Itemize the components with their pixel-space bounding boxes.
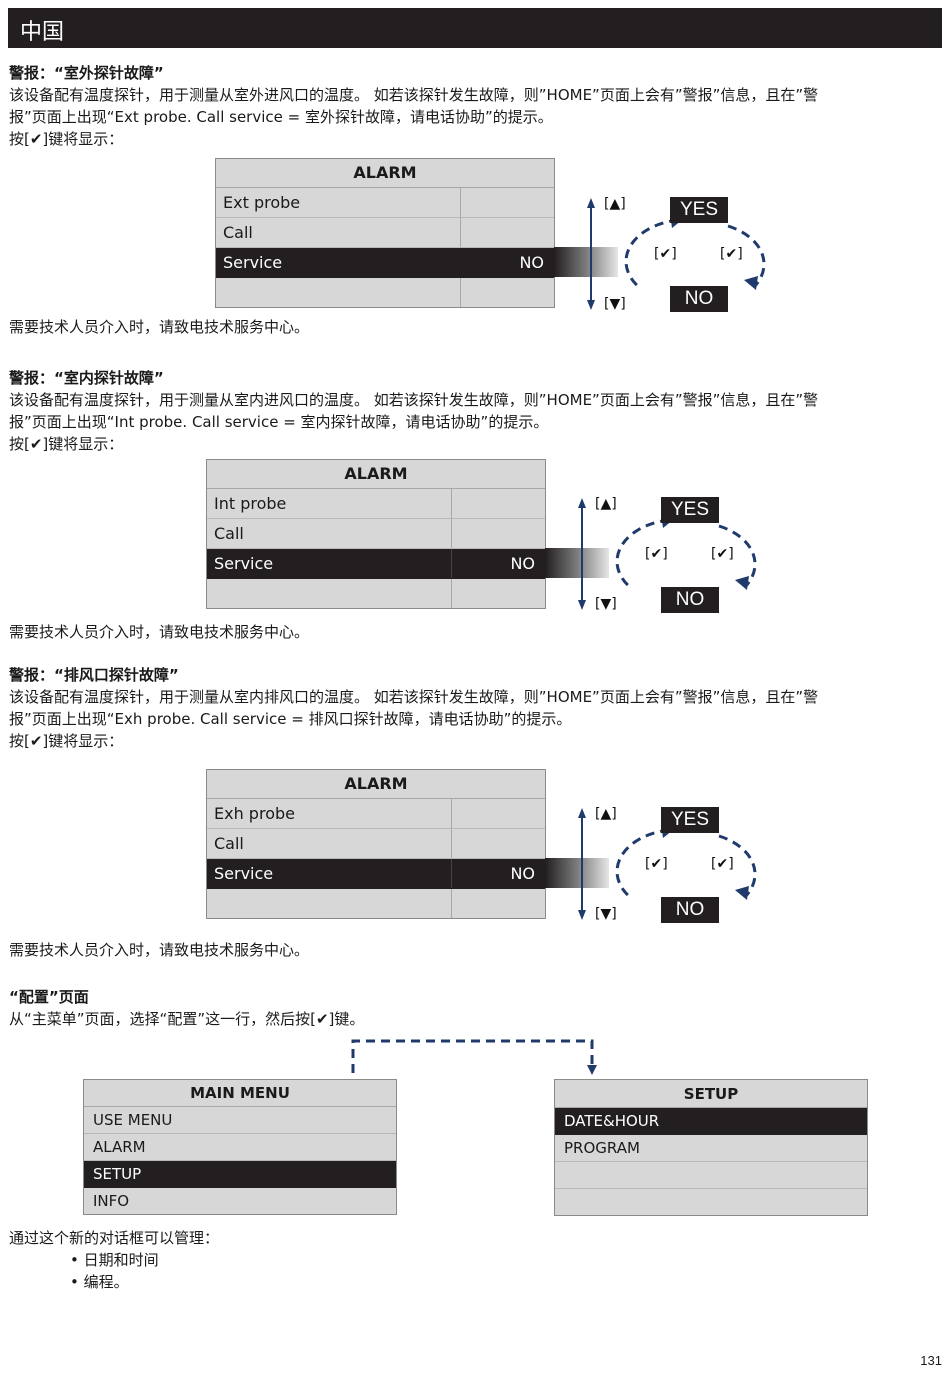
page-header: 中国 (8, 8, 942, 48)
alarm-row-selected: Service NO (216, 248, 554, 278)
alarm-row-selected: Service NO (207, 549, 545, 579)
section-text: 从“主菜单”页面，选择“配置”这一行，然后按[✔]键。 (9, 1010, 365, 1028)
menu-item: DATE&HOUR (564, 1112, 660, 1130)
up-key-label: [▲] (595, 806, 617, 822)
main-menu-display: MAIN MENU USE MENU ALARM SETUP INFO (83, 1079, 397, 1215)
page-number: 131 (920, 1353, 942, 1368)
bullet-item: • 编程。 (70, 1273, 129, 1291)
bullet-item: • 日期和时间 (70, 1251, 159, 1269)
ok-key-label: [✔] (720, 246, 743, 262)
alarm-row-label: Exh probe (214, 804, 295, 823)
section-footer: 需要技术人员介入时，请致电技术服务中心。 (9, 318, 310, 336)
down-key-label: [▼] (595, 596, 617, 612)
down-key-label: [▼] (595, 906, 617, 922)
section-text: 报”页面上出现“Ext probe. Call service = 室外探针故障… (9, 108, 553, 126)
alarm-value: NO (510, 554, 535, 573)
main-menu-title: MAIN MENU (84, 1080, 396, 1107)
ok-key-label: [✔] (711, 546, 734, 562)
menu-item-selected: DATE&HOUR (555, 1108, 867, 1135)
menu-item: USE MENU (93, 1111, 173, 1129)
no-box: NO (661, 587, 719, 613)
section-text: 该设备配有温度探针，用于测量从室内排风口的温度。 如若该探针发生故障，则”HOM… (9, 688, 819, 706)
yes-box: YES (670, 197, 728, 223)
section-text: 报”页面上出现“Exh probe. Call service = 排风口探针故… (9, 710, 572, 728)
section-text: 该设备配有温度探针，用于测量从室外进风口的温度。 如若该探针发生故障，则”HOM… (9, 86, 819, 104)
section-text: 按[✔]键将显示： (9, 732, 124, 750)
up-key-label: [▲] (604, 196, 626, 212)
menu-item: PROGRAM (564, 1139, 640, 1157)
setup-menu-display: SETUP DATE&HOUR PROGRAM (554, 1079, 868, 1216)
alarm-row-label: Int probe (214, 494, 287, 513)
section-heading: 警报：“排风口探针故障” (9, 666, 179, 684)
alarm-row-label: Call (214, 834, 244, 853)
yes-box: YES (661, 807, 719, 833)
setup-menu-title: SETUP (555, 1080, 867, 1108)
nav-arrows-icon (578, 498, 757, 610)
alarm-title: ALARM (207, 460, 545, 489)
down-key-label: [▼] (604, 296, 626, 312)
ok-key-label: [✔] (645, 856, 668, 872)
navigation-diagram: [▲] [▼] YES NO [✔] [✔] (578, 192, 768, 317)
ok-key-label: [✔] (654, 246, 677, 262)
header-title: 中国 (20, 20, 65, 45)
section-heading: 警报：“室内探针故障” (9, 369, 164, 387)
alarm-value: NO (510, 864, 535, 883)
alarm-row-selected: Service NO (207, 859, 545, 889)
alarm-row-label: Service (214, 554, 274, 573)
no-box: NO (670, 286, 728, 312)
section-heading: “配置”页面 (9, 988, 89, 1006)
section-text: 报”页面上出现“Int probe. Call service = 室内探针故障… (9, 413, 549, 431)
selection-gradient (545, 858, 609, 888)
alarm-title: ALARM (216, 159, 554, 188)
alarm-value: NO (519, 253, 544, 272)
menu-item: ALARM (93, 1138, 146, 1156)
navigation-diagram: [▲] [▼] YES NO [✔] [✔] (569, 802, 759, 927)
menu-item-selected: SETUP (84, 1161, 396, 1188)
alarm-row-label: Ext probe (223, 193, 301, 212)
alarm-display: ALARM Exh probe Call Service NO (206, 769, 546, 919)
section-text: 按[✔]键将显示： (9, 130, 124, 148)
alarm-row-label: Service (214, 864, 274, 883)
selection-gradient (554, 247, 618, 277)
menu-item: SETUP (93, 1165, 142, 1183)
menu-item: INFO (93, 1192, 130, 1210)
ok-key-label: [✔] (645, 546, 668, 562)
alarm-row-label: Service (223, 253, 283, 272)
dashed-connector-icon (351, 1039, 597, 1075)
alarm-row-label: Call (214, 524, 244, 543)
up-key-label: [▲] (595, 496, 617, 512)
section-text: 按[✔]键将显示： (9, 435, 124, 453)
alarm-title: ALARM (207, 770, 545, 799)
section-footer: 需要技术人员介入时，请致电技术服务中心。 (9, 941, 310, 959)
section-heading: 警报：“室外探针故障” (9, 64, 164, 82)
selection-gradient (545, 548, 609, 578)
alarm-display: ALARM Int probe Call Service NO (206, 459, 546, 609)
alarm-display: ALARM Ext probe Call Service NO (215, 158, 555, 308)
section-text: 该设备配有温度探针，用于测量从室内进风口的温度。 如若该探针发生故障，则”HOM… (9, 391, 819, 409)
no-box: NO (661, 897, 719, 923)
section-text: 通过这个新的对话框可以管理： (9, 1229, 220, 1247)
yes-box: YES (661, 497, 719, 523)
navigation-diagram: [▲] [▼] YES NO [✔] [✔] (569, 492, 759, 617)
alarm-row-label: Call (223, 223, 253, 242)
section-footer: 需要技术人员介入时，请致电技术服务中心。 (9, 623, 310, 641)
ok-key-label: [✔] (711, 856, 734, 872)
